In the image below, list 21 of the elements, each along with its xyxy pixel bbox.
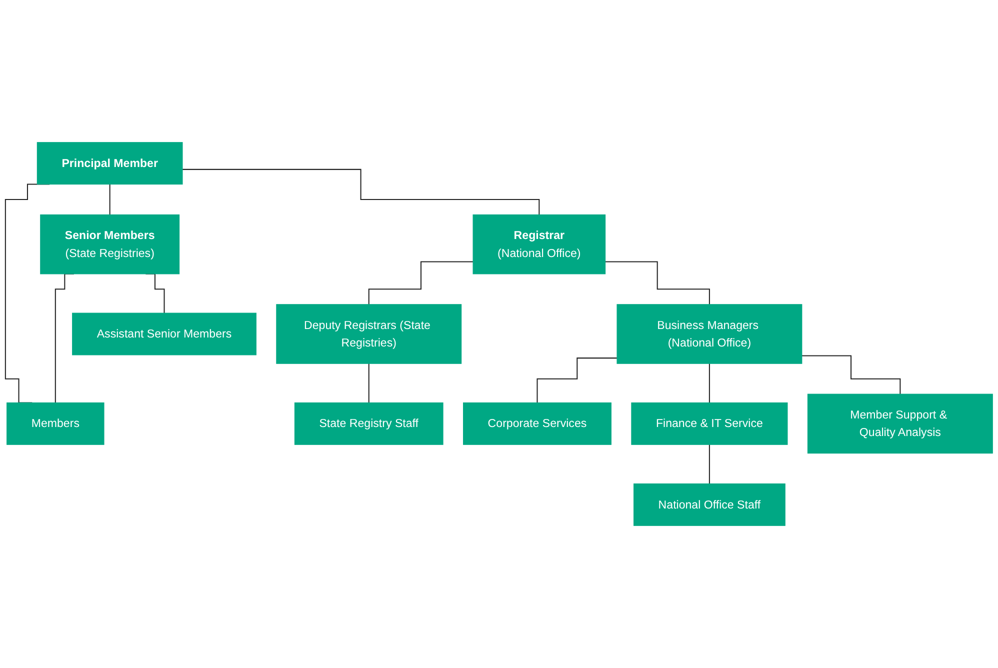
node-box: National Office Staff xyxy=(634,483,786,526)
node-box: Deputy Registrars (State Registries) xyxy=(276,304,462,364)
connector xyxy=(368,261,474,305)
node-box: Senior Members (State Registries) xyxy=(40,214,180,274)
node-box: Business Managers (National Office) xyxy=(616,304,802,364)
node-box: Member Support & Quality Analysis xyxy=(807,394,993,454)
connector xyxy=(708,444,710,484)
node-box: Principal Member xyxy=(36,142,183,185)
node-box: Corporate Services xyxy=(463,402,612,445)
node-box: Registrar (National Office) xyxy=(472,214,606,274)
node-box: Finance & IT Service xyxy=(631,402,788,445)
connector xyxy=(605,261,710,305)
connector xyxy=(708,363,710,404)
connector xyxy=(182,168,540,216)
connector xyxy=(536,358,618,404)
connector xyxy=(802,355,901,395)
connector xyxy=(368,363,370,404)
connector xyxy=(109,184,110,216)
node-box: Members xyxy=(6,402,104,445)
node-box: State Registry Staff xyxy=(294,402,444,445)
node-box: Assistant Senior Members xyxy=(72,312,256,356)
